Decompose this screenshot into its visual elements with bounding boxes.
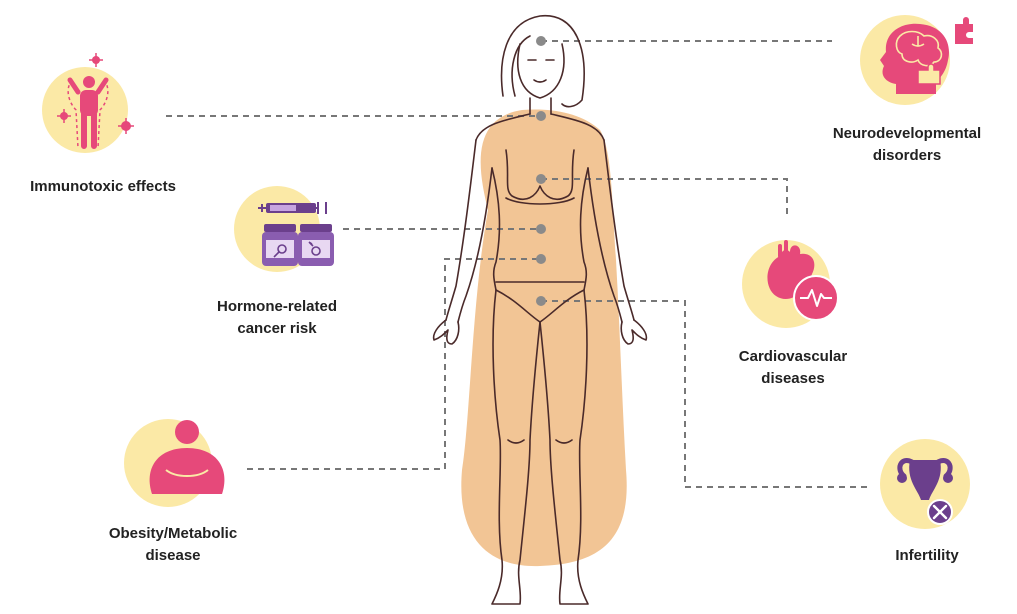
point-upper-abdomen (536, 224, 546, 234)
obese-person-icon (124, 419, 224, 507)
point-pelvis (536, 296, 546, 306)
hair-inner (512, 36, 530, 96)
point-chest (536, 174, 546, 184)
label-neuro-line1: Neurodevelopmental (812, 123, 1002, 145)
label-hormone-line2: cancer risk (182, 318, 372, 340)
point-head (536, 36, 546, 46)
point-neck (536, 111, 546, 121)
brain-puzzle-icon (860, 15, 973, 105)
label-cardio: Cardiovascular diseases (708, 346, 878, 390)
label-obesity-line1: Obesity/Metabolic (68, 523, 278, 545)
label-hormone-line1: Hormone-related (182, 296, 372, 318)
immune-body-icon (42, 53, 134, 153)
label-cardio-line1: Cardiovascular (708, 346, 878, 368)
point-lower-abdomen (536, 254, 546, 264)
label-neuro: Neurodevelopmental disorders (812, 123, 1002, 167)
label-hormone: Hormone-related cancer risk (182, 296, 372, 340)
label-infertility-line1: Infertility (862, 545, 992, 567)
left-arm (446, 140, 476, 320)
left-hand (434, 320, 459, 344)
right-hand (621, 320, 646, 344)
uterus-cross-icon (880, 439, 970, 529)
face (518, 44, 564, 98)
mouth (534, 80, 546, 82)
label-cardio-line2: diseases (708, 368, 878, 390)
label-infertility: Infertility (862, 545, 992, 567)
label-obesity: Obesity/Metabolic disease (68, 523, 278, 567)
syringe-pill-bottles-icon (234, 186, 334, 272)
label-immunotoxic: Immunotoxic effects (8, 176, 198, 198)
label-obesity-line2: disease (68, 545, 278, 567)
heart-pulse-icon (742, 240, 838, 328)
label-neuro-line2: disorders (812, 145, 1002, 167)
label-immunotoxic-line1: Immunotoxic effects (8, 176, 198, 198)
